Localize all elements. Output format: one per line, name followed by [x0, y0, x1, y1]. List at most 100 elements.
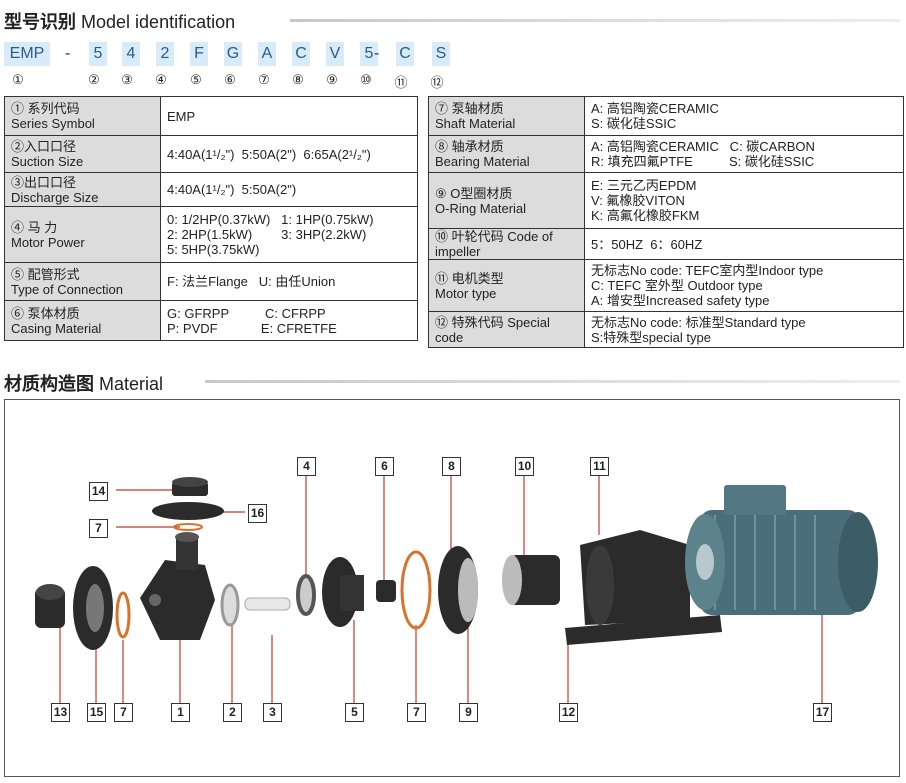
spec-key-en: Casing Material — [11, 320, 102, 336]
model-code-segment: 5 — [89, 42, 107, 66]
material-title-cn: 材质构造图 — [4, 374, 94, 394]
exploded-diagram-frame — [4, 399, 900, 777]
spec-row: ⑩ 叶轮代码 Code of impeller 5：50HZ 6：60HZ — [428, 228, 904, 260]
spec-key-cn: ⑤ 配管形式 — [11, 266, 80, 282]
model-title-cn: 型号识别 — [4, 12, 76, 32]
model-code-index: ⑨ — [326, 72, 338, 87]
model-code-index: ⑧ — [292, 72, 304, 87]
spec-value-cell: 0: 1/2HP(0.37kW) 1: 1HP(0.75kW)2: 2HP(1.… — [160, 206, 418, 263]
spec-key-cell: ⑫ 特殊代码 Special code — [428, 311, 585, 348]
spec-value-cell: 5：50HZ 6：60HZ — [584, 228, 904, 260]
spec-value-line: R: 填充四氟PTFE S: 碳化硅SSIC — [591, 154, 815, 169]
spec-value-line: A: 增安型Increased safety type — [591, 293, 770, 308]
part-outer-magnet — [502, 555, 560, 605]
spec-value-line: 5：50HZ 6：60HZ — [591, 236, 703, 252]
spec-key-cn: ⑩ 叶轮代码 Code of impeller — [435, 229, 553, 259]
model-code-segment: C — [292, 42, 310, 66]
model-code-index: ⑩ — [360, 72, 372, 87]
part-number-label: 5 — [345, 703, 364, 722]
part-number-label: 12 — [559, 703, 578, 722]
part-number-label: 15 — [87, 703, 106, 722]
part-number-label: 4 — [297, 457, 316, 476]
model-code-index: ⑤ — [190, 72, 202, 87]
model-code-segment: A — [258, 42, 276, 66]
model-code-segment: 4 — [122, 42, 140, 66]
model-code-index: ④ — [155, 72, 167, 87]
spec-value-line: 2: 2HP(1.5kW) 3: 3HP(2.2kW) — [167, 227, 367, 242]
model-code-index: ③ — [121, 72, 133, 87]
part-thrust-ring — [220, 583, 240, 627]
model-code-segment: F — [190, 42, 208, 66]
material-section-title: 材质构造图 Material — [4, 370, 163, 396]
model-code-index: ⑫ — [430, 75, 444, 90]
spec-value-line: A: 高铝陶瓷CERAMIC C: 碳CARBON — [591, 139, 815, 154]
model-code-segment: C — [396, 42, 414, 66]
part-pump-casing — [140, 532, 215, 640]
part-o-ring-inlet — [115, 591, 131, 639]
spec-key-cn: ⑨ O型圈材质 — [435, 185, 513, 201]
spec-key-en: Motor Power — [11, 234, 85, 250]
spec-key-cn: ⑪ 电机类型 — [435, 270, 504, 286]
part-number-label: 9 — [459, 703, 478, 722]
model-code-index: ⑪ — [394, 75, 408, 90]
material-title-en: Material — [99, 374, 164, 394]
spec-key-en: Shaft Material — [435, 116, 516, 131]
part-number-label: 13 — [51, 703, 70, 722]
spec-value-cell: F: 法兰Flange U: 由任Union — [160, 262, 418, 301]
model-code-segment: G — [224, 42, 242, 66]
spec-value-cell: 4:40A(1¹/₂") 5:50A(2") — [160, 172, 418, 207]
part-number-label: 8 — [442, 457, 461, 476]
part-outlet-flange — [152, 502, 224, 520]
model-title-en: Model identification — [81, 12, 236, 32]
spec-key-cn: ⑫ 特殊代码 Special code — [435, 314, 550, 345]
part-number-label: 14 — [89, 482, 108, 501]
model-code-segment: 2 — [156, 42, 174, 66]
model-title-rule — [290, 19, 900, 22]
spec-value-cell: EMP — [160, 96, 418, 136]
part-base-plate — [565, 615, 722, 645]
spec-key-en: Series Symbol — [11, 116, 95, 131]
model-code-segment: EMP — [4, 42, 50, 66]
spec-value-line: S: 碳化硅SSIC — [591, 116, 677, 131]
model-code-segment: V — [326, 42, 344, 66]
spec-value-line: EMP — [167, 108, 196, 124]
part-number-label: 11 — [590, 457, 609, 476]
part-number-label: 1 — [171, 703, 190, 722]
part-impeller — [322, 557, 364, 627]
spec-value-line: 4:40A(1¹/₂") 5:50A(2") — [167, 182, 297, 197]
spec-value-line: S:特殊型special type — [591, 329, 711, 345]
spec-value-line: A: 高铝陶瓷CERAMIC — [591, 101, 719, 116]
spec-value-line: K: 高氟化橡胶FKM — [591, 208, 700, 223]
spec-key-en: Bearing Material — [435, 154, 530, 169]
model-section-title: 型号识别 Model identification — [4, 8, 235, 34]
spec-value-line: C: TEFC 室外型 Outdoor type — [591, 278, 763, 293]
spec-value-line: 4:40A(1¹/₂") 5:50A(2") 6:65A(2¹/₂") — [167, 146, 371, 162]
spec-key-cn: ⑥ 泵体材质 — [11, 305, 80, 321]
model-code-segment: S — [432, 42, 450, 66]
spec-value-line: 无标志No code: 标准型Standard type — [591, 314, 806, 330]
model-code-dash-1: - — [65, 45, 71, 62]
part-number-label: 10 — [515, 457, 534, 476]
spec-value-line: F: 法兰Flange U: 由任Union — [167, 274, 336, 289]
material-title-rule — [205, 380, 900, 383]
spec-key-cn: ⑧ 轴承材质 — [435, 139, 504, 154]
spec-key-en: Suction Size — [11, 154, 84, 169]
part-number-label: 6 — [375, 457, 394, 476]
